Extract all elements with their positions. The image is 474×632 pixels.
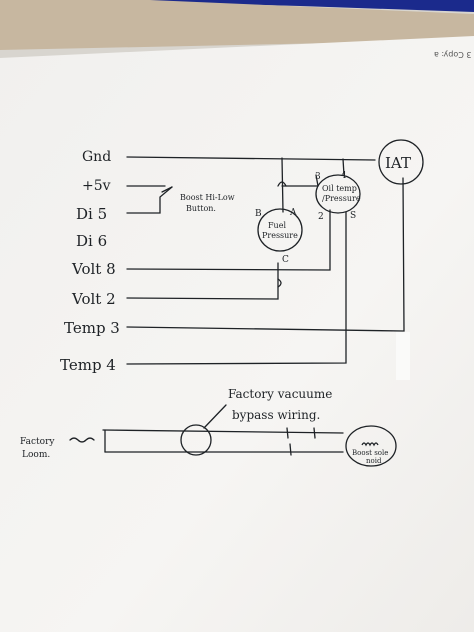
pin-gnd-label: Gnd (82, 149, 111, 165)
wire-volt2 (126, 262, 279, 300)
oil-label-line2: /Pressure (322, 194, 361, 203)
boost-solenoid (345, 425, 397, 467)
boost-button-label-line1: Boost Hi-Low (180, 193, 235, 202)
components (180, 139, 424, 467)
wire-gnd (126, 156, 376, 161)
oil-pin-3: 3 (315, 172, 321, 182)
desk-wood-strip (0, 0, 474, 50)
pin-labels: Gnd +5v Di 5 Di 6 Volt 8 Volt 2 Temp 3 T… (60, 149, 120, 374)
corner-text: 3 Copy: a (434, 50, 472, 59)
boost-button-label-line2: Button. (186, 204, 216, 213)
blue-folder-corner (150, 0, 474, 12)
pin-5v-label: +5v (82, 178, 111, 194)
oil-pin-2: 2 (318, 212, 324, 222)
loom-squiggle (69, 437, 95, 443)
pin-di6-label: Di 6 (76, 232, 107, 250)
fuel-pressure-sensor (257, 208, 303, 252)
boost-solenoid-label-line2: noid (366, 457, 382, 465)
wire-volt2-hump (277, 278, 282, 288)
iat-sensor (378, 139, 424, 185)
fuel-label-line2: Pressure (262, 231, 298, 240)
sensor-pin-letters: 3 4 2 S B A C (255, 171, 356, 265)
pin-volt2-label: Volt 2 (71, 290, 116, 308)
tape-strip (396, 332, 410, 380)
loom-tick-2 (313, 427, 316, 439)
wire-temp4 (126, 211, 347, 365)
wire-gnd-to-fuel (281, 157, 284, 213)
wire-gnd-to-oil (342, 158, 345, 176)
vacuum-note-line2: bypass wiring. (232, 408, 320, 422)
oil-pin-s: S (350, 211, 356, 221)
iat-label: IAT (385, 154, 411, 172)
solenoid-coil (361, 442, 379, 447)
loom-tick-1 (286, 427, 292, 456)
vacuum-note-line1: Factory vacuume (228, 387, 332, 401)
pin-volt8-label: Volt 8 (71, 260, 116, 278)
fuel-pin-a: A (289, 208, 297, 218)
wire-oil-3 (315, 174, 319, 187)
fuel-pin-c: C (282, 255, 289, 265)
pin-temp4-label: Temp 4 (60, 356, 116, 374)
wire-di5 (126, 186, 173, 214)
paper-sheet (0, 36, 474, 632)
wire-temp3 (126, 177, 405, 332)
fuel-pin-b: B (255, 209, 262, 219)
loom-note-line1: Factory (20, 437, 55, 447)
oil-pin-4: 4 (341, 171, 347, 181)
wire-volt8 (126, 209, 331, 271)
oil-temp-pressure-sensor (315, 174, 361, 214)
vacuum-leader (203, 404, 227, 429)
pin-di5-label: Di 5 (76, 205, 107, 223)
pin-temp3-label: Temp 3 (64, 319, 120, 337)
component-labels: IAT Oil temp /Pressure Fuel Pressure Boo… (180, 154, 411, 465)
wire-loom-top (102, 429, 344, 434)
boost-button-switch (161, 186, 173, 193)
boost-solenoid-label-line1: Boost sole (352, 449, 388, 457)
fuel-label-line1: Fuel (268, 221, 286, 230)
notes: Factory vacuume bypass wiring. Factory L… (20, 387, 332, 460)
vacuum-bypass-circle (180, 424, 212, 456)
loom-note-line2: Loom. (22, 450, 50, 460)
oil-label-line1: Oil temp (322, 184, 357, 193)
wires (69, 156, 405, 456)
